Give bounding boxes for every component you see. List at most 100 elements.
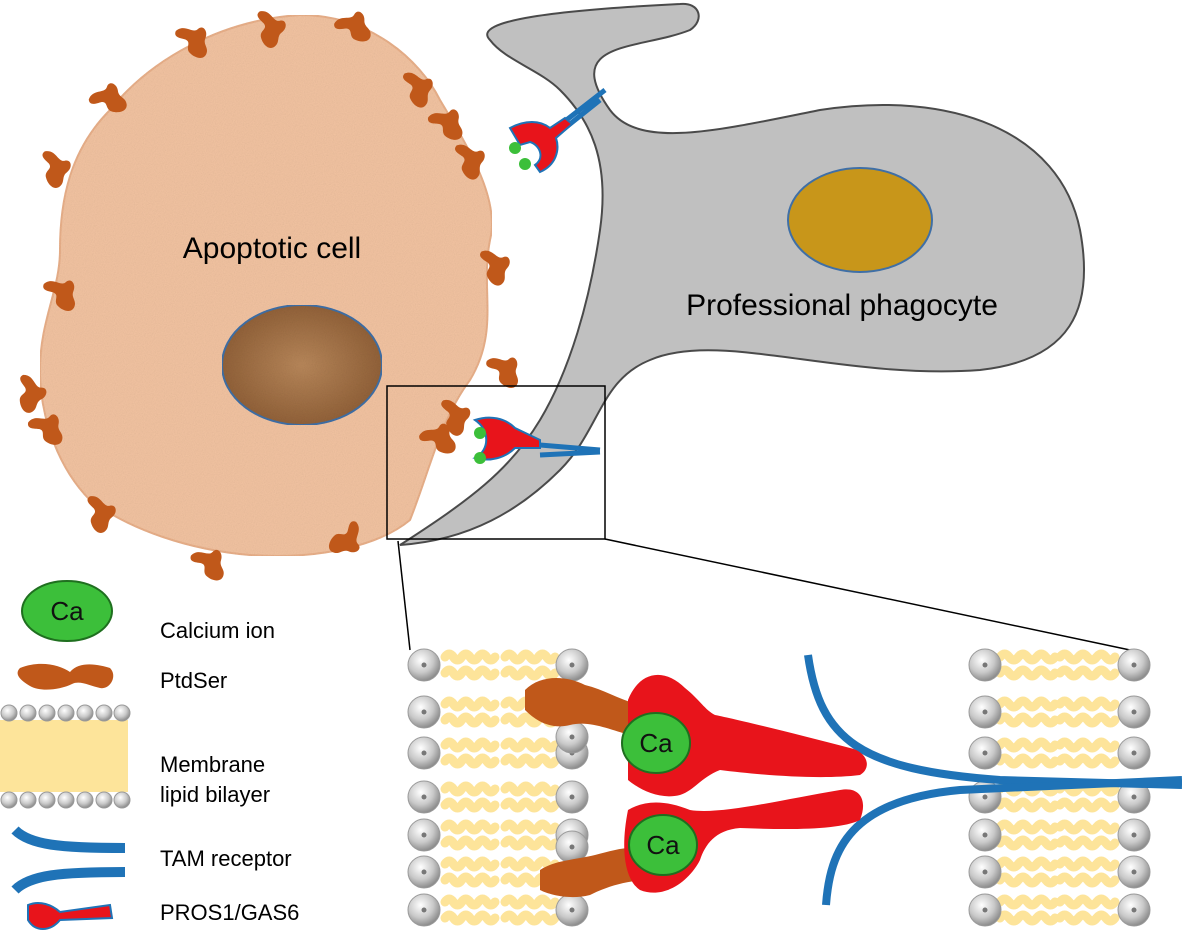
lipid-head-dot bbox=[421, 832, 427, 838]
lipid-tail bbox=[995, 665, 1060, 681]
lipid-head-dot bbox=[982, 794, 988, 800]
apoptotic-cell-body bbox=[38, 13, 493, 557]
lipid-head-dot bbox=[569, 734, 575, 740]
lipid-tail bbox=[995, 910, 1060, 926]
lipid-tail bbox=[1055, 835, 1120, 851]
lipid-tail bbox=[995, 649, 1060, 665]
lipid-tail bbox=[500, 753, 560, 769]
lipid-head-dot bbox=[569, 662, 575, 668]
zoom-line-right bbox=[604, 538, 1131, 651]
lipid-head-dot bbox=[1131, 907, 1137, 913]
lipid-head-dot bbox=[421, 869, 427, 875]
zoom-calcium-upper-label: Ca bbox=[639, 728, 673, 758]
zoom-ptdser-lower bbox=[540, 847, 650, 898]
lipid-tail bbox=[440, 737, 500, 753]
zoom-line-left bbox=[397, 540, 411, 651]
lipid-tail bbox=[440, 781, 500, 797]
lipid-head-dot bbox=[982, 709, 988, 715]
lipid-head-dot bbox=[569, 907, 575, 913]
lipid-tail bbox=[500, 781, 560, 797]
zoom-ptdser-upper bbox=[525, 678, 640, 735]
lipid-tail bbox=[440, 872, 500, 888]
lipid-bilayer-icon bbox=[0, 704, 131, 809]
lipid-tail bbox=[500, 649, 560, 665]
legend-ca-symbol: Ca bbox=[50, 596, 84, 626]
lipid-tail bbox=[1055, 872, 1120, 888]
zoom-tam-receptors bbox=[804, 654, 1182, 906]
legend-label: Calcium ion bbox=[160, 618, 275, 643]
lipid-tail bbox=[500, 894, 560, 910]
lipid-tail bbox=[995, 856, 1060, 872]
zoom-ligand-upper bbox=[628, 674, 867, 797]
lipid-head-dot bbox=[569, 844, 575, 850]
legend-label-line: lipid bilayer bbox=[160, 782, 270, 807]
lipid-tail bbox=[995, 753, 1060, 769]
lipid-tail bbox=[995, 894, 1060, 910]
pros1-gas6-icon bbox=[27, 902, 114, 930]
lower-complex bbox=[472, 416, 601, 464]
lipid-tail bbox=[1055, 797, 1120, 813]
lipid-tail bbox=[995, 819, 1060, 835]
zoom-calcium-upper bbox=[621, 712, 691, 774]
lipid-tail bbox=[1055, 737, 1120, 753]
lipid-tail bbox=[1055, 856, 1120, 872]
lipid-tail bbox=[440, 856, 500, 872]
lipid-tail bbox=[1055, 910, 1120, 926]
lipid-tail bbox=[440, 649, 500, 665]
zoom-calcium-lower bbox=[628, 814, 698, 876]
lipid-tail bbox=[500, 737, 560, 753]
legend-label: PtdSer bbox=[160, 668, 227, 693]
upper-complex bbox=[508, 88, 607, 174]
lipid-head-dot bbox=[982, 750, 988, 756]
apoptotic-cell-label: Apoptotic cell bbox=[183, 232, 361, 265]
apoptotic-nucleus bbox=[221, 304, 383, 426]
phagocyte-nucleus bbox=[787, 167, 933, 273]
tam-receptor-icon bbox=[11, 826, 126, 894]
lipid-tail bbox=[440, 819, 500, 835]
calcium-ion-icon bbox=[21, 580, 113, 642]
zoom-membrane-right bbox=[968, 648, 1151, 927]
lipid-tail bbox=[1055, 665, 1120, 681]
phagocyte-body bbox=[399, 2, 1086, 546]
lipid-head-dot bbox=[1131, 662, 1137, 668]
legend-label: TAM receptor bbox=[160, 846, 292, 871]
lipid-tail bbox=[500, 856, 560, 872]
lipid-tail bbox=[995, 737, 1060, 753]
lipid-tail bbox=[440, 753, 500, 769]
lipid-tail bbox=[500, 835, 560, 851]
legend-label-line: Membrane bbox=[160, 752, 265, 777]
lipid-head-dot bbox=[421, 907, 427, 913]
ptdser-icon bbox=[17, 663, 114, 690]
lipid-tail bbox=[440, 910, 500, 926]
zoom-calcium-lower-label: Ca bbox=[646, 830, 680, 860]
lipid-tail bbox=[1055, 753, 1120, 769]
lipid-tail bbox=[500, 819, 560, 835]
lipid-tail bbox=[500, 910, 560, 926]
lipid-head-dot bbox=[421, 709, 427, 715]
legend: Ca Calcium ion PtdSer Membrane lipid bil… bbox=[0, 580, 299, 930]
lipid-tail bbox=[500, 797, 560, 813]
lipid-head-dot bbox=[982, 832, 988, 838]
lipid-tail bbox=[995, 712, 1060, 728]
lipid-head-dot bbox=[569, 794, 575, 800]
lipid-head-dot bbox=[1131, 794, 1137, 800]
lipid-tail bbox=[500, 665, 560, 681]
lipid-tail bbox=[1055, 819, 1120, 835]
lipid-head-dot bbox=[1131, 869, 1137, 875]
lipid-head-dot bbox=[421, 750, 427, 756]
lipid-head-dot bbox=[982, 907, 988, 913]
lipid-head-dot bbox=[421, 794, 427, 800]
lipid-head-dot bbox=[421, 662, 427, 668]
lipid-tail bbox=[1055, 696, 1120, 712]
lipid-tail bbox=[440, 665, 500, 681]
lipid-tail bbox=[995, 872, 1060, 888]
lipid-tail bbox=[1055, 649, 1120, 665]
legend-label: PROS1/GAS6 bbox=[160, 900, 299, 925]
lipid-tail bbox=[1055, 894, 1120, 910]
zoom-box bbox=[386, 385, 606, 540]
legend-label: Membrane lipid bilayer bbox=[160, 752, 271, 807]
lipid-tail bbox=[440, 712, 500, 728]
phagocyte-label: Professional phagocyte bbox=[686, 289, 998, 322]
lipid-tail bbox=[995, 696, 1060, 712]
